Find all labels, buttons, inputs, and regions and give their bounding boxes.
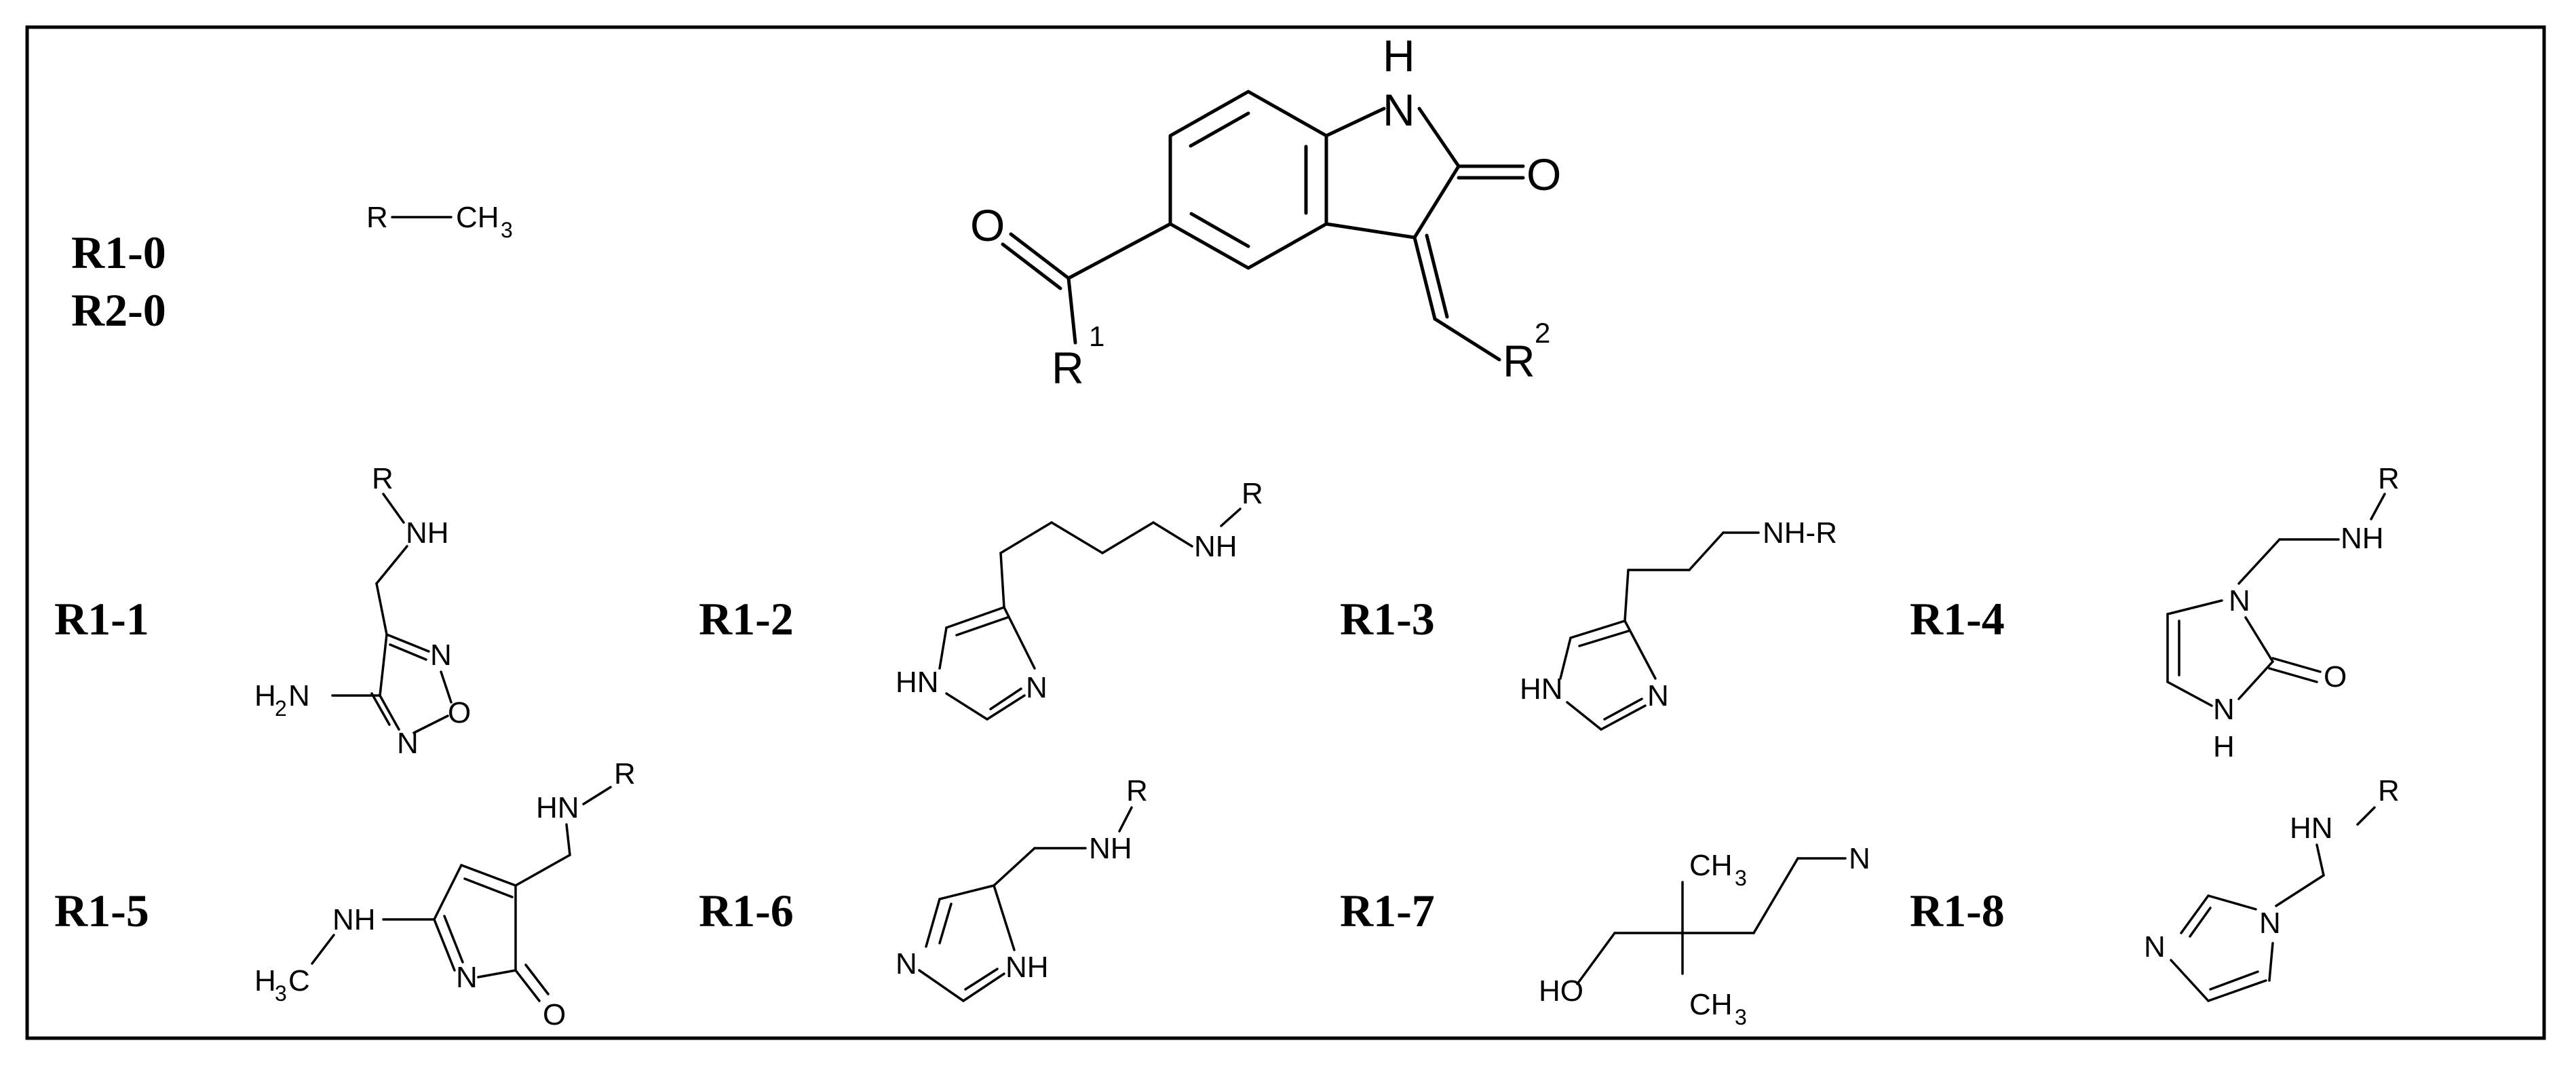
atom-o-ring: O <box>448 696 471 729</box>
atom-r: R <box>366 201 388 234</box>
atom-h-lower: H <box>2213 730 2235 763</box>
atom-nh: NH <box>406 516 449 550</box>
atom-o: O <box>2324 660 2347 693</box>
atom-o-acyl: O <box>970 200 1005 250</box>
atom-ch3-bottom-subscript: 3 <box>1735 1005 1747 1029</box>
atom-nh: NH <box>2341 522 2384 555</box>
atom-r2-superscript: 2 <box>1535 317 1550 349</box>
atom-h3c-h: H <box>254 964 276 997</box>
atom-h3c-c: C <box>288 964 310 997</box>
structure-r1-4: R NH N N H O <box>2166 462 2400 763</box>
atom-hn: HN <box>2290 812 2333 845</box>
atom-n-truncated: N <box>1849 842 1870 875</box>
label-r2-0: R2-0 <box>71 284 166 336</box>
atom-n-ring1: N <box>2259 907 2281 940</box>
atom-nh-r: NH-R <box>1763 516 1837 550</box>
structure-r1-5: R HN N O NH H 3 C <box>254 757 636 1031</box>
atom-r1-superscript: 1 <box>1089 320 1104 352</box>
structure-r1-6: R NH N NH <box>896 774 1148 1002</box>
atom-r2: R <box>1503 336 1535 386</box>
atom-hn: HN <box>536 791 579 824</box>
atom-ho: HO <box>1539 974 1583 1008</box>
atom-n: N <box>1026 671 1047 704</box>
atom-nh-ring: NH <box>1005 951 1049 984</box>
atom-n: N <box>2229 584 2250 617</box>
label-r1-2: R1-2 <box>699 593 794 645</box>
label-r1-7: R1-7 <box>1340 885 1435 936</box>
structure-r1-7: HO CH 3 CH 3 N <box>1539 842 1870 1029</box>
atom-nh: NH <box>332 903 376 936</box>
atom-hn: HN <box>896 666 939 699</box>
atom-ch3-top-subscript: 3 <box>1735 866 1747 890</box>
label-r1-6: R1-6 <box>699 885 794 936</box>
atom-r: R <box>614 757 636 791</box>
atom-r: R <box>1126 774 1148 807</box>
label-r1-3: R1-3 <box>1340 593 1435 645</box>
atom-n: N <box>1647 679 1669 712</box>
atom-h: H <box>1383 31 1415 81</box>
label-r1-0: R1-0 <box>71 227 166 278</box>
label-r1-4: R1-4 <box>1910 593 2005 645</box>
atom-ch: CH <box>456 201 499 234</box>
atom-ch3-top: CH <box>1689 849 1733 882</box>
label-r1-8: R1-8 <box>1910 885 2005 936</box>
atom-o: O <box>1526 149 1561 199</box>
atom-r: R <box>2378 774 2400 807</box>
atom-n-lower: N <box>2213 693 2235 726</box>
atom-n-ring3: N <box>2144 930 2166 964</box>
figure-frame <box>25 25 2546 1040</box>
structure-methyl: R CH 3 <box>366 201 513 242</box>
structure-r1-3: NH-R HN N <box>1520 516 1837 731</box>
atom-r: R <box>1242 477 1263 510</box>
atom-nh: NH <box>1194 530 1237 563</box>
atom-n: N <box>430 639 452 672</box>
atom-h2n-2: 2 <box>275 696 287 721</box>
atom-o: O <box>543 998 566 1031</box>
atom-nh: NH <box>1089 832 1132 865</box>
structure-core-oxindole: N H O R 2 O R 1 <box>970 31 1561 393</box>
atom-subscript-3: 3 <box>501 218 513 242</box>
label-r1-5: R1-5 <box>54 885 149 936</box>
atom-n: N <box>896 947 917 981</box>
atom-r1: R <box>1052 343 1084 393</box>
atom-n: N <box>1383 85 1415 135</box>
atom-r: R <box>372 462 393 495</box>
atom-h2n-n: N <box>288 679 310 712</box>
structure-r1-8: R HN N N <box>2144 774 2400 1002</box>
atom-hn: HN <box>1520 672 1563 706</box>
atom-n: N <box>456 961 478 994</box>
structure-r1-1: R NH N O N H 2 N <box>254 462 471 760</box>
atom-h3c-3: 3 <box>275 981 287 1006</box>
structure-r1-2: R NH HN N <box>896 477 1263 721</box>
label-r1-1: R1-1 <box>54 593 149 645</box>
atom-h2n-h: H <box>254 679 276 712</box>
atom-r: R <box>2378 462 2400 495</box>
atom-ch3-bottom: CH <box>1689 988 1733 1021</box>
atom-n: N <box>397 727 419 760</box>
